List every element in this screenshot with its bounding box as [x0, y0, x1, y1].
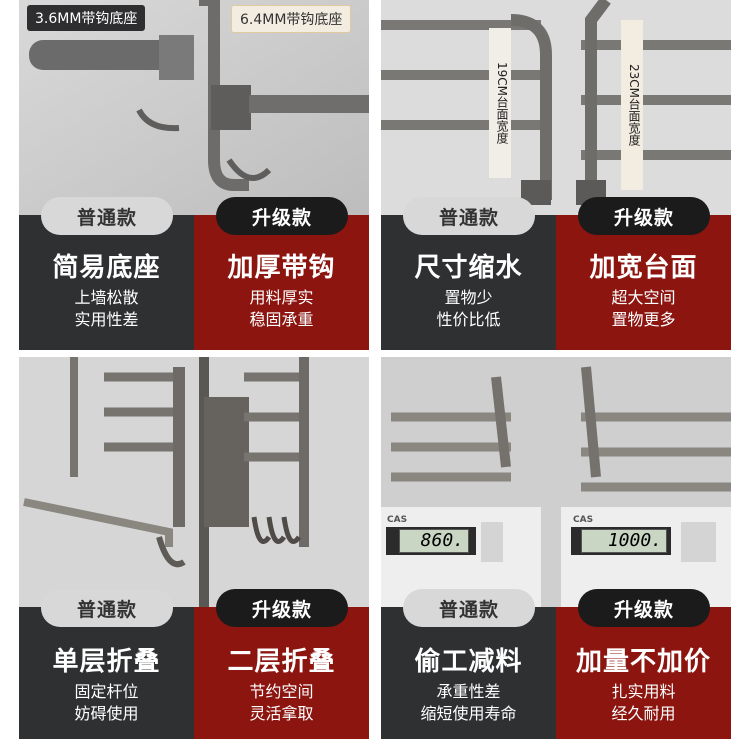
upgrade-desc-line2: 经久耐用	[611, 704, 676, 723]
upgrade-column: 加厚带钩 用料厚实 稳固承重	[194, 215, 369, 350]
normal-badge: 普通款	[403, 589, 535, 627]
normal-desc-line2: 缩短使用寿命	[420, 704, 517, 723]
upgrade-badge: 升级款	[216, 197, 348, 235]
upgrade-desc-line2: 置物更多	[611, 310, 676, 329]
normal-column: 尺寸缩水 置物少 性价比低	[381, 215, 556, 350]
normal-desc: 承重性差 缩短使用寿命	[381, 681, 556, 725]
normal-desc-line2: 妨碍使用	[74, 704, 139, 723]
shelf-width-photo	[381, 0, 731, 215]
thin-base-label: 3.6MM带钩底座	[27, 5, 146, 31]
upgrade-column: 二层折叠 节约空间 灵活拿取	[194, 607, 369, 739]
comparison-panel-folding: 单层折叠 固定杆位 妨碍使用 二层折叠 节约空间 灵活拿取 普通款 升级款	[19, 357, 369, 739]
upgrade-desc-line1: 用料厚实	[249, 288, 314, 307]
normal-title: 尺寸缩水	[414, 253, 523, 283]
scale-display-right: 1000.	[581, 529, 667, 553]
upgrade-desc: 节约空间 灵活拿取	[194, 681, 369, 725]
wide-width-label: 23CM台面宽度	[621, 20, 643, 190]
scale-display-left: 860.	[399, 529, 469, 553]
normal-desc-line1: 固定杆位	[74, 682, 139, 701]
scale-brand-left: CAS	[387, 515, 408, 525]
upgrade-desc-line2: 灵活拿取	[249, 704, 314, 723]
upgrade-desc: 用料厚实 稳固承重	[194, 287, 369, 331]
base-hook-photo	[19, 0, 369, 215]
folding-rack-photo	[19, 357, 369, 607]
normal-title: 简易底座	[52, 253, 161, 283]
normal-desc-line2: 性价比低	[436, 310, 501, 329]
normal-column: 偷工减料 承重性差 缩短使用寿命	[381, 607, 556, 739]
normal-desc-line1: 承重性差	[436, 682, 501, 701]
weighing-scale-photo	[381, 357, 731, 607]
upgrade-badge: 升级款	[216, 589, 348, 627]
upgrade-column: 加宽台面 超大空间 置物更多	[556, 215, 731, 350]
scale-reading-left: 860.	[420, 530, 464, 551]
normal-desc: 上墙松散 实用性差	[19, 287, 194, 331]
upgrade-title: 二层折叠	[227, 647, 336, 677]
upgrade-column: 加量不加价 扎实用料 经久耐用	[556, 607, 731, 739]
upgrade-desc: 扎实用料 经久耐用	[556, 681, 731, 725]
comparison-panel-weight: CAS CAS 860. 1000. 偷工减料 承重性差 缩短使用寿命 加量不加…	[381, 357, 731, 739]
upgrade-title: 加量不加价	[575, 647, 711, 677]
upgrade-desc-line1: 扎实用料	[611, 682, 676, 701]
scale-reading-right: 1000.	[607, 530, 662, 551]
normal-desc: 置物少 性价比低	[381, 287, 556, 331]
upgrade-desc-line1: 节约空间	[249, 682, 314, 701]
normal-title: 单层折叠	[52, 647, 161, 677]
normal-badge: 普通款	[41, 589, 173, 627]
upgrade-title: 加宽台面	[589, 253, 698, 283]
upgrade-desc-line2: 稳固承重	[249, 310, 314, 329]
upgrade-desc: 超大空间 置物更多	[556, 287, 731, 331]
scale-brand-right: CAS	[573, 515, 594, 525]
thick-base-label: 6.4MM带钩底座	[231, 5, 352, 33]
normal-desc-line2: 实用性差	[74, 310, 139, 329]
normal-desc-line1: 置物少	[444, 288, 493, 307]
normal-column: 单层折叠 固定杆位 妨碍使用	[19, 607, 194, 739]
normal-column: 简易底座 上墙松散 实用性差	[19, 215, 194, 350]
upgrade-badge: 升级款	[578, 589, 710, 627]
normal-badge: 普通款	[41, 197, 173, 235]
normal-desc-line1: 上墙松散	[74, 288, 139, 307]
upgrade-badge: 升级款	[578, 197, 710, 235]
upgrade-desc-line1: 超大空间	[611, 288, 676, 307]
normal-title: 偷工减料	[414, 647, 523, 677]
comparison-panel-width: 19CM台面宽度 23CM台面宽度 尺寸缩水 置物少 性价比低 加宽台面 超大空…	[381, 0, 731, 350]
upgrade-title: 加厚带钩	[227, 253, 336, 283]
normal-badge: 普通款	[403, 197, 535, 235]
normal-desc: 固定杆位 妨碍使用	[19, 681, 194, 725]
narrow-width-label: 19CM台面宽度	[489, 28, 511, 178]
comparison-panel-base: 3.6MM带钩底座 6.4MM带钩底座 简易底座 上墙松散 实用性差 加厚带钩 …	[19, 0, 369, 350]
